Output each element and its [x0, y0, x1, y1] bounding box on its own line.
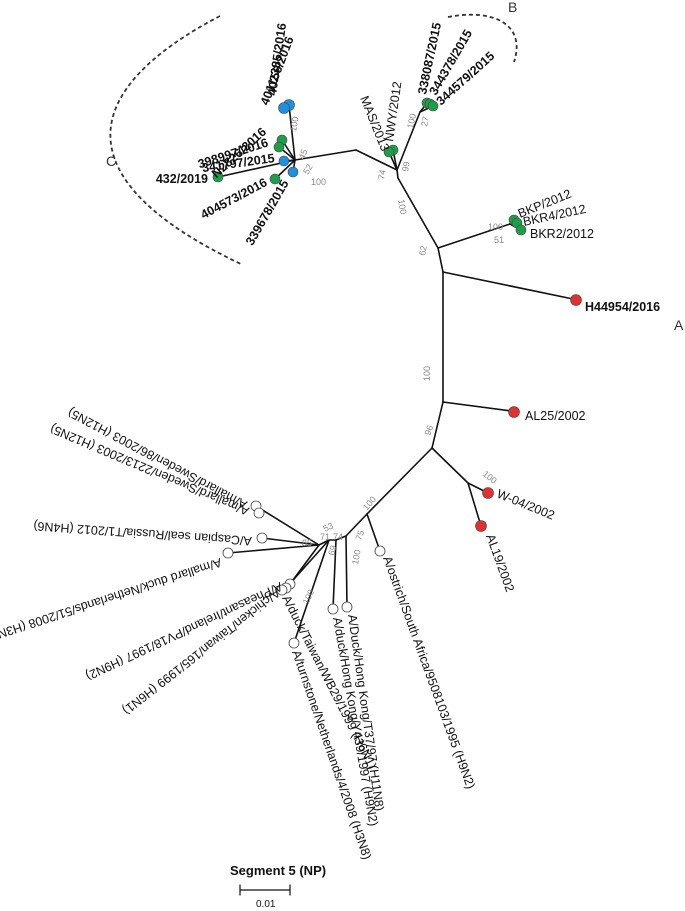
scale-bar — [239, 884, 291, 896]
branch — [261, 537, 320, 546]
leaf-marker — [288, 637, 300, 649]
bootstrap-value: 52 — [301, 162, 315, 176]
branch — [431, 401, 444, 449]
branch — [345, 513, 368, 537]
leaf-marker — [374, 545, 386, 557]
clade-label-a: A — [674, 317, 684, 333]
branch — [255, 505, 320, 546]
leaf-marker — [341, 601, 353, 613]
leaf-marker — [515, 224, 527, 236]
leaf-marker — [287, 166, 299, 178]
bootstrap-value: 51 — [494, 235, 504, 245]
leaf-marker — [327, 603, 339, 615]
bootstrap-value: 100 — [288, 116, 300, 133]
branch — [294, 149, 357, 161]
leaf-marker — [383, 146, 395, 158]
leaf-label: AL19/2002 — [483, 532, 517, 594]
bootstrap-value: 96 — [422, 424, 435, 437]
leaf-marker — [222, 547, 234, 559]
branch — [396, 111, 421, 171]
leaf-marker — [508, 406, 520, 418]
leaf-marker — [278, 155, 290, 167]
bootstrap-value: 100 — [481, 469, 499, 486]
branch — [335, 535, 347, 541]
bootstrap-value: 53 — [322, 521, 335, 534]
leaf-label: H44954/2016 — [585, 300, 660, 314]
leaf-label: A/Caspian seal/Russia/T1/2012 (H4N6) — [33, 519, 252, 548]
bootstrap-value: 45 — [297, 148, 310, 161]
leaf-marker — [256, 532, 268, 544]
bootstrap-value: 85 — [302, 538, 312, 548]
branch — [345, 535, 348, 608]
bootstrap-value: 100 — [301, 588, 316, 606]
bootstrap-value: 69 — [326, 544, 338, 556]
branch — [437, 223, 511, 249]
leaf-marker — [427, 100, 439, 112]
branch — [227, 544, 320, 554]
branch — [396, 169, 399, 179]
bootstrap-value: 100 — [311, 177, 326, 187]
branch — [289, 544, 320, 585]
bootstrap-value: 75 — [353, 529, 366, 542]
bootstrap-value: 27 — [419, 116, 431, 128]
leaf-marker — [570, 294, 582, 306]
leaf-label: A/mallard/Sweden/2213/2003 (H12N5) — [48, 421, 251, 518]
leaf-label: AL25/2002 — [525, 409, 586, 423]
branch — [467, 482, 482, 527]
bootstrap-value: 71 — [320, 532, 330, 542]
branch — [366, 513, 381, 552]
clade-label-b: B — [508, 0, 517, 15]
bootstrap-value: 74 — [376, 169, 388, 181]
clade-brackets — [109, 13, 518, 266]
leaf-label: W-04/2002 — [495, 487, 557, 523]
bootstrap-values: 100 45 52 100 100 27 99 74 100 100 51 62… — [288, 113, 504, 606]
branch — [431, 447, 469, 484]
bootstrap-value: 100 — [350, 549, 362, 566]
leaf-marker — [276, 584, 288, 596]
bootstrap-value: 100 — [488, 222, 503, 232]
leaf-marker — [475, 520, 487, 532]
bootstrap-value: 100 — [405, 113, 418, 130]
bootstrap-value: 100 — [422, 366, 432, 381]
branch — [293, 539, 330, 644]
branch — [397, 177, 439, 249]
clade-label-c: C — [106, 153, 116, 169]
clade-b-bracket — [447, 13, 518, 63]
branch — [332, 539, 337, 610]
branch — [442, 401, 512, 412]
leaf-marker — [273, 141, 285, 153]
scale-bar-label: 0.01 — [256, 899, 276, 910]
leaf-marker — [269, 173, 281, 185]
leaf-label: BKR2/2012 — [530, 227, 594, 241]
tip-markers — [212, 97, 582, 649]
bootstrap-value: 99 — [400, 161, 412, 173]
leaf-labels: 402385/2016 401156/2016 N2826/2016 39899… — [0, 21, 660, 861]
scale-bar-line — [239, 884, 291, 896]
branch — [288, 104, 296, 161]
branch — [366, 447, 433, 515]
branch — [318, 539, 330, 546]
clade-c-bracket — [109, 15, 244, 266]
bootstrap-value: 74 — [333, 532, 343, 542]
branch — [355, 149, 398, 171]
branch — [442, 271, 574, 300]
bootstrap-value: 100 — [396, 199, 408, 216]
leaf-label: 432/2019 — [156, 172, 208, 186]
leaf-marker — [253, 507, 265, 519]
leaf-marker — [212, 171, 224, 183]
leaf-label: A/ostrich/South Africa/9508103/1995 (H9N… — [380, 554, 478, 791]
bootstrap-value: 100 — [361, 494, 378, 512]
leaf-marker — [482, 487, 494, 499]
branch — [437, 247, 444, 273]
bootstrap-value: 62 — [417, 245, 429, 257]
figure-title: Segment 5 (NP) — [230, 863, 326, 878]
leaf-marker — [278, 102, 290, 114]
